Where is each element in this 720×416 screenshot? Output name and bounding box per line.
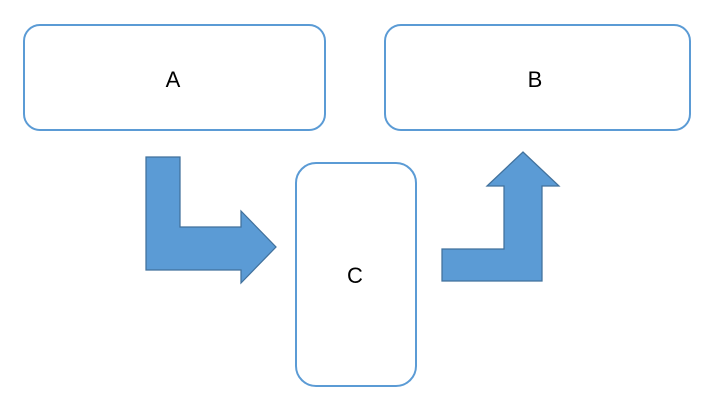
arrow-c-to-b-icon[interactable] (441, 151, 561, 282)
node-b-shape[interactable] (384, 24, 691, 131)
node-a-shape[interactable] (23, 24, 326, 131)
node-a[interactable]: A (23, 24, 326, 131)
node-c-label: C (347, 263, 363, 288)
node-b[interactable]: B (384, 24, 691, 131)
node-a-label: A (166, 67, 181, 92)
node-b-label: B (528, 67, 543, 92)
arrow-a-to-c-icon[interactable] (145, 156, 277, 285)
node-c[interactable]: C (295, 162, 417, 387)
node-c-shape[interactable] (295, 162, 417, 387)
